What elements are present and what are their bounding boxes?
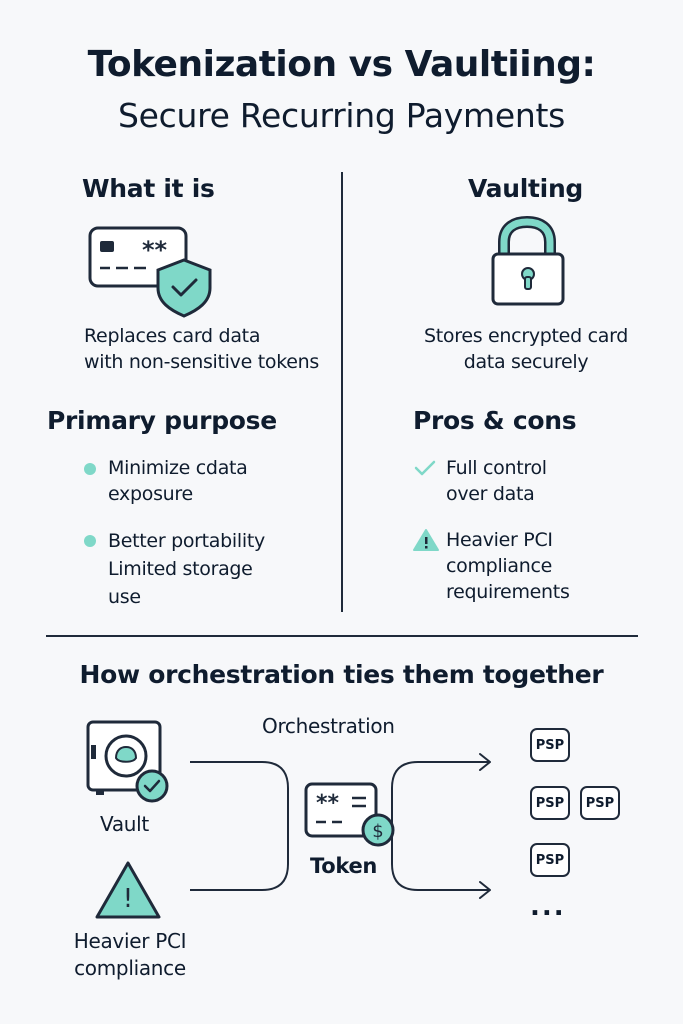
- card-mask: **: [142, 236, 168, 264]
- vaulting-description: Stores encrypted card data securely: [423, 325, 629, 373]
- token-mask: **: [316, 791, 340, 816]
- warning-icon: !: [95, 861, 161, 919]
- vertical-divider: [341, 172, 343, 612]
- orchestration-heading: How orchestration ties them together: [79, 660, 604, 689]
- con-item: Heavier PCI compliance requirements: [446, 529, 570, 603]
- psp-box: PSP: [530, 728, 570, 762]
- orchestration-label: Orchestration: [262, 714, 395, 738]
- more-ellipsis: ...: [530, 892, 566, 922]
- primary-purpose-heading: Primary purpose: [47, 406, 277, 435]
- bullet-item: Better portability Limited storage use: [108, 530, 265, 608]
- psp-box: PSP: [530, 843, 570, 877]
- psp-box: PSP: [580, 786, 620, 820]
- bullet-dot-icon: [84, 535, 96, 547]
- compliance-label: Heavier PCI compliance: [73, 929, 187, 980]
- horizontal-divider: [46, 635, 638, 637]
- tokenization-description: Replaces card data with non-sensitive to…: [84, 325, 319, 373]
- token-icon: ** $: [304, 782, 395, 847]
- bullet-item: Minimize cdata exposure: [108, 457, 248, 505]
- psp-box: PSP: [530, 786, 570, 820]
- pro-item: Full control over data: [446, 457, 547, 505]
- dollar-sign: $: [372, 821, 383, 842]
- warning-icon: [413, 529, 439, 551]
- vault-icon: [86, 720, 169, 803]
- lock-icon: [491, 215, 565, 306]
- card-shield-icon: **: [88, 226, 212, 318]
- page-title: Tokenization vs Vaultiing:: [87, 44, 596, 85]
- vault-label: Vault: [100, 812, 149, 836]
- check-icon: [414, 460, 436, 476]
- token-label: Token: [310, 854, 378, 878]
- vaulting-heading: Vaulting: [468, 174, 584, 203]
- warning-mark: !: [123, 884, 133, 914]
- pros-cons-heading: Pros & cons: [413, 406, 577, 435]
- what-it-is-heading: What it is: [82, 174, 215, 203]
- bullet-dot-icon: [84, 463, 96, 475]
- page-subtitle: Secure Recurring Payments: [118, 96, 565, 135]
